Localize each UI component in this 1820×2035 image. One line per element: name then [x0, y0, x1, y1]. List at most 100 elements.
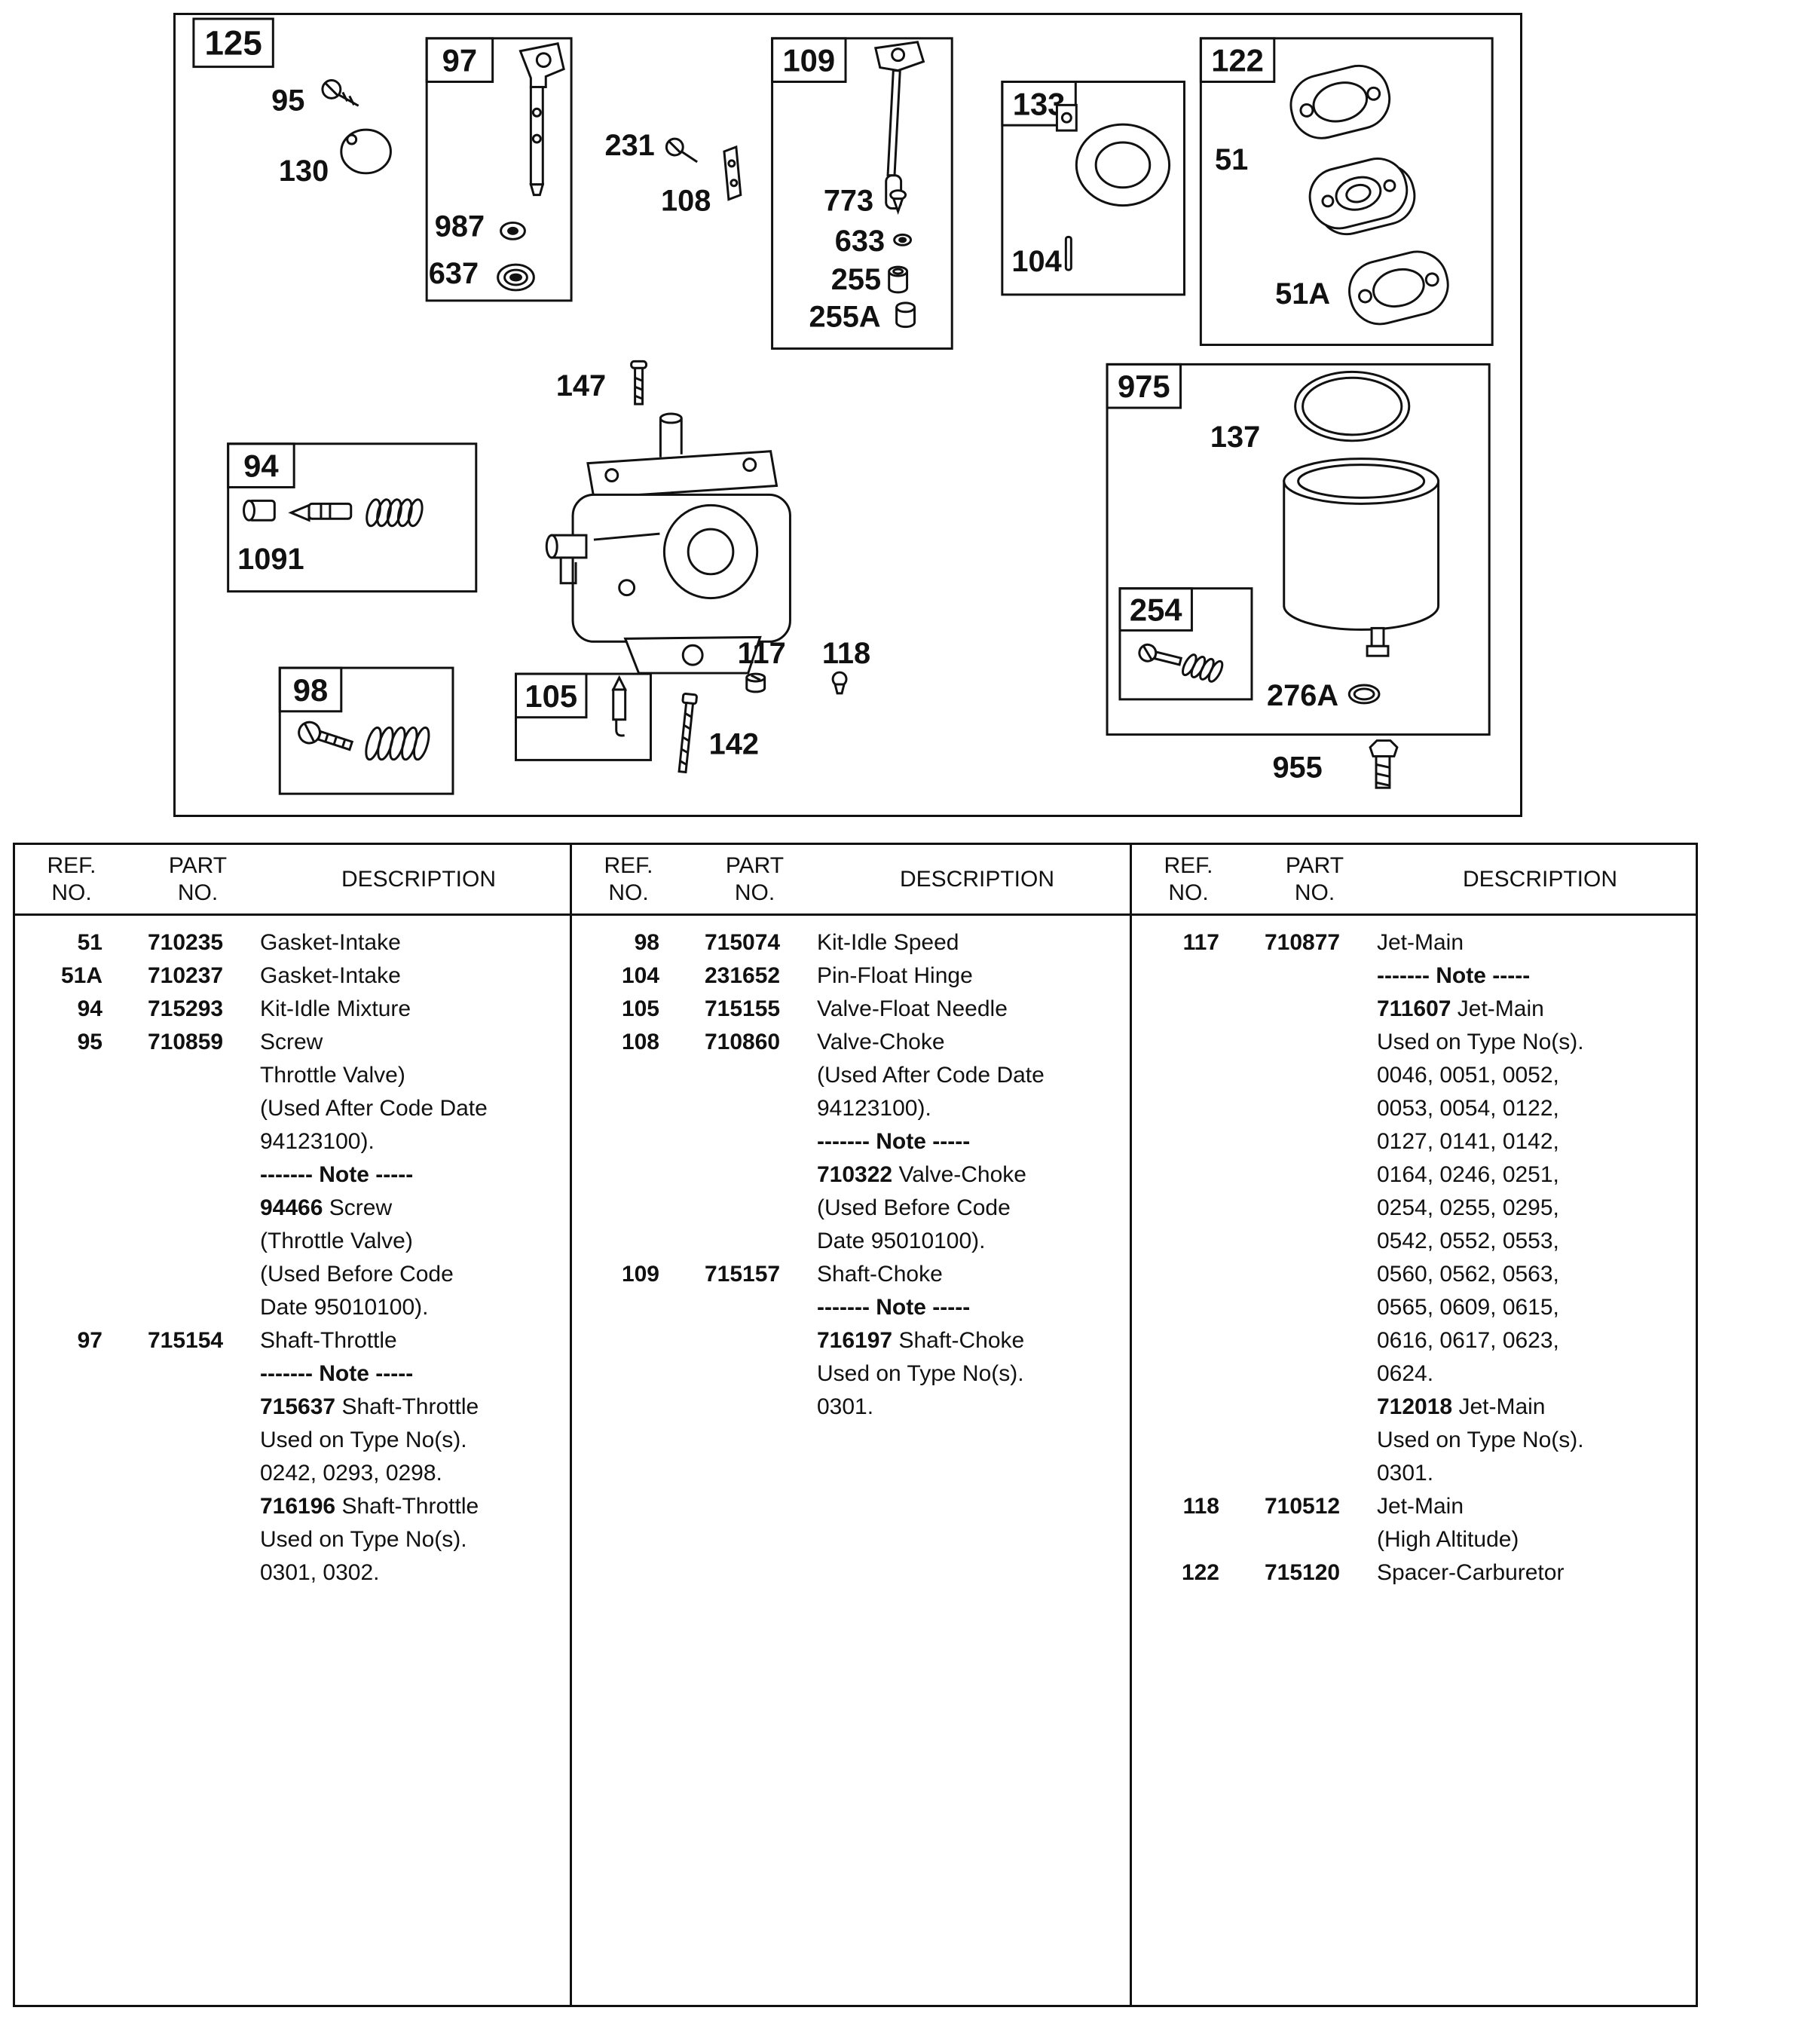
- ref-no: 97: [77, 1328, 102, 1353]
- description: Valve-Float Needle: [817, 993, 1130, 1026]
- description-line: 0164, 0246, 0251,: [1377, 1162, 1559, 1187]
- callout-51A: 51A: [1275, 277, 1330, 311]
- bowl-group-975: 975 137 254: [1106, 363, 1491, 736]
- bowl-oring-137-icon: [1294, 370, 1411, 442]
- description: Jet-Main ------- Note ----- 711607 Jet-Mai…: [1377, 926, 1696, 1490]
- description-line: Throttle Valve): [260, 1063, 405, 1088]
- callout-955: 955: [1272, 751, 1322, 784]
- oring-276A-icon: [1347, 684, 1381, 705]
- cover-disc-130-icon: [340, 128, 392, 175]
- callout-255A: 255A: [809, 301, 880, 334]
- valve-773-icon: [889, 189, 907, 216]
- part-no: 710860: [705, 1030, 781, 1054]
- description-line: 0560, 0562, 0563,: [1377, 1262, 1559, 1287]
- description-line: (High Altitude): [1377, 1527, 1519, 1552]
- description-line: Pin-Float Hinge: [817, 963, 973, 988]
- washer-633-icon: [893, 233, 913, 246]
- part-no: 715120: [1265, 1560, 1341, 1585]
- ref-no: 122: [1181, 1560, 1219, 1585]
- description-line: 0616, 0617, 0623,: [1377, 1328, 1559, 1353]
- description-line: ------- Note -----: [260, 1162, 414, 1187]
- description-line: Jet-Main: [1377, 930, 1464, 955]
- part-no: 710512: [1265, 1494, 1341, 1519]
- description-line: 0053, 0054, 0122,: [1377, 1096, 1559, 1121]
- description-line: 94466 Screw: [260, 1195, 393, 1220]
- description-line: 0301, 0302.: [260, 1560, 380, 1585]
- part-no: 715293: [148, 996, 224, 1021]
- callout-130: 130: [279, 155, 329, 188]
- throttle-screw-95-icon: [321, 79, 359, 107]
- float-hinge-pin-104-icon: [1064, 235, 1072, 271]
- description-line: (Used Before Code: [260, 1262, 454, 1287]
- jet-main-117-icon: [745, 672, 766, 693]
- callout-1091: 1091: [237, 543, 304, 576]
- description-line: 711607 Jet-Main: [1377, 996, 1544, 1021]
- ref-no: 51A: [60, 963, 102, 988]
- float-group-133: 133 104: [1001, 81, 1185, 296]
- description-line: 0301.: [817, 1394, 874, 1419]
- callout-109: 109: [782, 43, 835, 78]
- header-description: DESCRIPTION: [899, 866, 1055, 892]
- callout-105: 105: [525, 678, 577, 714]
- callout-98: 98: [293, 672, 328, 708]
- float-needle-group-105: 105: [514, 672, 652, 761]
- gasket-51-icon: [1289, 64, 1391, 139]
- ref-no: 95: [77, 1030, 102, 1054]
- description-line: 716197 Shaft-Choke: [817, 1328, 1025, 1353]
- callout-637: 637: [429, 257, 479, 290]
- description-line: Gasket-Intake: [260, 930, 401, 955]
- description: Spacer-Carburetor: [1377, 1556, 1696, 1590]
- spacer-carburetor-122-icon: [1308, 158, 1416, 236]
- description: Gasket-Intake: [260, 959, 570, 993]
- description: Pin-Float Hinge: [817, 959, 1130, 993]
- callout-137: 137: [1210, 421, 1260, 454]
- ref-no: 118: [1182, 1494, 1219, 1519]
- description-line: 0127, 0141, 0142,: [1377, 1129, 1559, 1154]
- carburetor-illustration: [545, 412, 791, 675]
- jet-main-118-icon: [831, 671, 848, 695]
- ref-no: 109: [621, 1262, 659, 1287]
- throttle-shaft-group-97: 97 987 637: [425, 37, 573, 302]
- callout-117: 117: [738, 637, 786, 670]
- choke-shaft-109-icon: [873, 41, 925, 210]
- part-no: 710237: [148, 963, 224, 988]
- idle-speed-spring-icon: [365, 726, 430, 761]
- parts-table-row: 122 715120 Spacer-Carburetor: [1132, 1556, 1696, 1590]
- header-ref-no: REF.NO.: [47, 852, 96, 905]
- description-line: Kit-Idle Speed: [817, 930, 959, 955]
- description: Shaft-Throttle------- Note -----715637 S…: [260, 1324, 570, 1590]
- description-line: Jet-Main: [1377, 1494, 1464, 1519]
- header-ref-no: REF.NO.: [604, 852, 653, 905]
- description-line: 0624.: [1377, 1361, 1434, 1386]
- description-line: ------- Note -----: [1377, 963, 1531, 988]
- description-line: Used on Type No(s).: [260, 1527, 467, 1552]
- seal-ring-637-icon: [497, 263, 535, 292]
- float-133-icon: [1055, 103, 1171, 207]
- callout-97: 97: [442, 43, 477, 78]
- description-line: Spacer-Carburetor: [1377, 1560, 1565, 1585]
- description-line: 0242, 0293, 0298.: [260, 1461, 442, 1486]
- part-no: 231652: [705, 963, 781, 988]
- description-line: Shaft-Choke: [817, 1262, 943, 1287]
- ref-no: 105: [621, 996, 659, 1021]
- header-ref-no: REF.NO.: [1164, 852, 1213, 905]
- description-line: 0565, 0609, 0615,: [1377, 1295, 1559, 1320]
- description-line: 0046, 0051, 0052,: [1377, 1063, 1559, 1088]
- drain-screw-spring-icon: [1138, 643, 1224, 683]
- part-no: 715154: [148, 1328, 224, 1353]
- description-line: Valve-Float Needle: [817, 996, 1008, 1021]
- description-line: (Used After Code Date: [260, 1096, 488, 1121]
- description: Shaft-Choke------- Note -----716197 Shaf…: [817, 1258, 1130, 1424]
- description-line: 715637 Shaft-Throttle: [260, 1394, 479, 1419]
- description: Kit-Idle Speed: [817, 926, 1130, 959]
- description-line: 0542, 0552, 0553,: [1377, 1229, 1559, 1253]
